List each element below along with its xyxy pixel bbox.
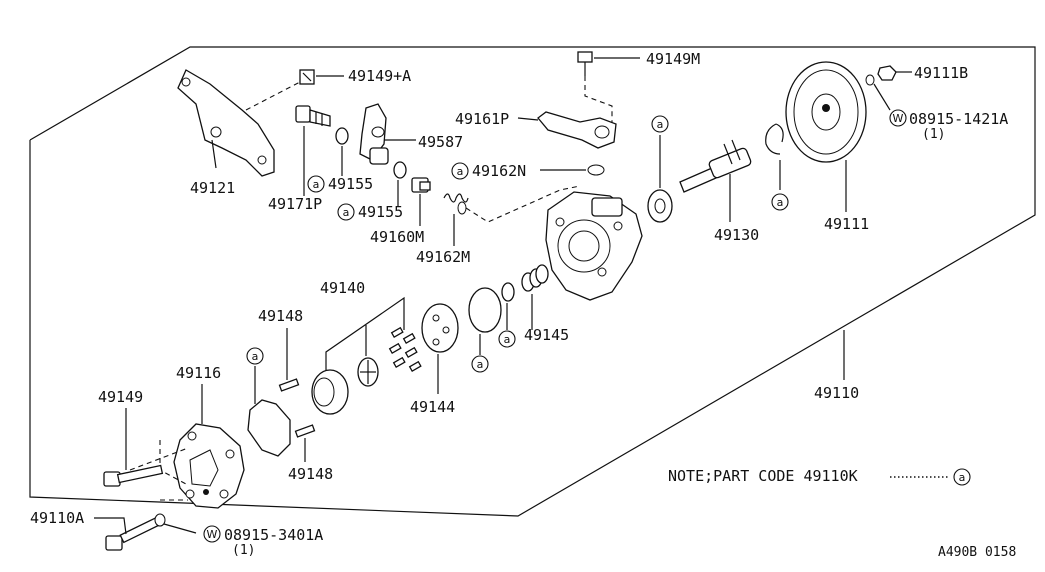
svg-text:a: a bbox=[252, 350, 259, 363]
label-49161p: 49161P bbox=[455, 110, 509, 128]
label-49145: 49145 bbox=[524, 326, 569, 344]
svg-text:a: a bbox=[343, 206, 350, 219]
label-49587: 49587 bbox=[418, 133, 463, 151]
bolt-49149m bbox=[577, 51, 593, 76]
oil-seal bbox=[647, 189, 673, 223]
svg-text:W: W bbox=[207, 528, 218, 541]
svg-text:a: a bbox=[504, 333, 511, 346]
svg-text:a: a bbox=[457, 165, 464, 178]
shaft-49130 bbox=[679, 139, 752, 193]
label-08915-1421a-qty: (1) bbox=[922, 127, 945, 142]
kit-mark-49155-a: a bbox=[307, 175, 325, 193]
assembly-boundary bbox=[29, 46, 1036, 517]
label-49149: 49149 bbox=[98, 388, 143, 406]
washer-08915-3401a bbox=[154, 513, 166, 527]
leader-49149m bbox=[584, 76, 613, 122]
svg-text:a: a bbox=[477, 358, 484, 371]
svg-text:a: a bbox=[657, 118, 664, 131]
bolt-49149 bbox=[103, 464, 164, 487]
label-49162n: 49162N bbox=[472, 162, 526, 180]
label-49110: 49110 bbox=[814, 384, 859, 402]
nut-49111b bbox=[877, 65, 897, 81]
bracket-49121 bbox=[177, 69, 275, 177]
label-49155-b: 49155 bbox=[358, 203, 403, 221]
label-49149-a: 49149+A bbox=[348, 67, 411, 85]
label-49160m: 49160M bbox=[370, 228, 424, 246]
label-49116: 49116 bbox=[176, 364, 221, 382]
union-bolt-49171p bbox=[295, 105, 331, 127]
kit-mark-gasket-ring: a bbox=[471, 355, 489, 373]
rear-cover-49116 bbox=[173, 423, 245, 509]
pulley-49111 bbox=[785, 61, 867, 163]
label-08915-1421a: 08915-1421A bbox=[909, 110, 1008, 128]
lock-washer bbox=[865, 74, 875, 86]
label-49148-a: 49148 bbox=[258, 307, 303, 325]
cam-ring bbox=[311, 369, 349, 415]
label-49149m: 49149M bbox=[646, 50, 700, 68]
snap-ring bbox=[765, 123, 784, 155]
label-49140: 49140 bbox=[320, 279, 365, 297]
kit-mark-49155-b: a bbox=[337, 203, 355, 221]
suction-fitting-49161p bbox=[537, 111, 617, 149]
pin-49148-a bbox=[278, 378, 300, 392]
label-49111b: 49111B bbox=[914, 64, 968, 82]
spring-49162m bbox=[443, 193, 469, 215]
kit-mark-o-ring: a bbox=[498, 330, 516, 348]
label-49155-a: 49155 bbox=[328, 175, 373, 193]
kit-mark-snap-ring: a bbox=[771, 193, 789, 211]
seal-49162n bbox=[587, 164, 605, 176]
label-49111: 49111 bbox=[824, 215, 869, 233]
diagram-code: A490B 0158 bbox=[938, 545, 1016, 560]
svg-text:W: W bbox=[893, 112, 904, 125]
fitting-49587 bbox=[359, 103, 389, 165]
o-ring bbox=[501, 282, 515, 302]
pressure-plate-49144 bbox=[421, 303, 459, 353]
leader-flow-valve bbox=[465, 185, 581, 223]
svg-text:a: a bbox=[777, 196, 784, 209]
gasket-ring bbox=[468, 287, 502, 333]
label-49162m: 49162M bbox=[416, 248, 470, 266]
kit-mark-pump-oil-seal: a bbox=[651, 115, 669, 133]
bracket-49140 bbox=[325, 296, 405, 370]
label-49110a: 49110A bbox=[30, 509, 84, 527]
washer-49155-b bbox=[393, 161, 407, 179]
svg-text:a: a bbox=[313, 178, 320, 191]
svg-text:a: a bbox=[959, 471, 966, 484]
bolt-49110a bbox=[105, 516, 161, 551]
label-49130: 49130 bbox=[714, 226, 759, 244]
kit-mark-49162n: a bbox=[451, 162, 469, 180]
leader-bracket-bolt bbox=[245, 81, 301, 111]
washer-49155-a bbox=[335, 127, 349, 145]
kit-mark-note: a bbox=[953, 468, 971, 486]
washer-mark-bottom: W bbox=[203, 525, 221, 543]
note-part-code: NOTE;PART CODE 49110K bbox=[668, 467, 858, 485]
bolt-49149-a bbox=[299, 69, 315, 85]
label-49171p: 49171P bbox=[268, 195, 322, 213]
connector-49160m bbox=[411, 177, 431, 193]
kit-mark-cover-gasket: a bbox=[246, 347, 264, 365]
label-49121: 49121 bbox=[190, 179, 235, 197]
washer-mark-top: W bbox=[889, 109, 907, 127]
rotor bbox=[357, 357, 379, 387]
pump-body bbox=[545, 191, 643, 301]
label-49144: 49144 bbox=[410, 398, 455, 416]
pin-49148-b bbox=[294, 424, 316, 438]
spring-49145 bbox=[521, 264, 549, 292]
cover-gasket bbox=[247, 399, 291, 457]
label-08915-3401a-qty: (1) bbox=[232, 543, 255, 558]
vanes bbox=[388, 326, 422, 372]
label-08915-3401a: 08915-3401A bbox=[224, 526, 323, 544]
label-49148-b: 49148 bbox=[288, 465, 333, 483]
